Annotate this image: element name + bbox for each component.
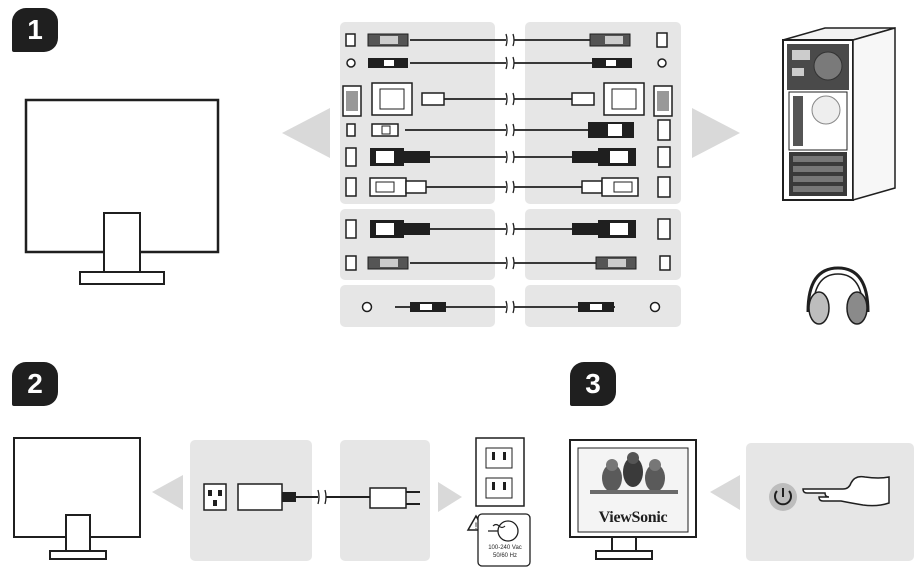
arrow-to-computer [692,108,740,158]
computer-tower-icon [782,27,896,201]
birds-icon [590,452,678,494]
computer-ports-panel [525,22,681,204]
step-1-badge: 1 [12,8,58,52]
step-3-badge: 3 [570,362,616,406]
monitor-ports-panel [340,22,495,204]
computer-side-connectors [571,32,673,313]
monitor-usb-dp-panel [340,209,495,280]
arrow-to-monitor-power [152,475,183,510]
step-2-number: 2 [27,368,43,399]
arrow-to-monitor [282,108,330,158]
screen-brand-label: ViewSonic [598,509,668,526]
step-2-badge: 2 [12,362,58,406]
cable-break-marks [506,35,514,312]
step-1-number: 1 [27,14,43,45]
step-3-number: 3 [585,368,601,399]
monitor-side-connectors [342,33,446,313]
power-outlet-icon [475,437,525,507]
arrow-to-power-button [710,475,740,510]
power-button-icon[interactable] [769,483,797,511]
arrow-to-outlet [438,482,462,512]
pointing-hand-icon [802,475,890,507]
svg-text:!: ! [475,521,478,531]
monitor-icon [24,98,220,285]
frequency-label: 50/60 Hz [492,553,517,559]
headphones-icon [806,266,870,325]
voltage-label: 100-240 Vac [488,545,522,551]
power-cord [203,483,420,511]
power-button-panel [746,443,914,561]
monitor-back-step2 [13,437,141,560]
